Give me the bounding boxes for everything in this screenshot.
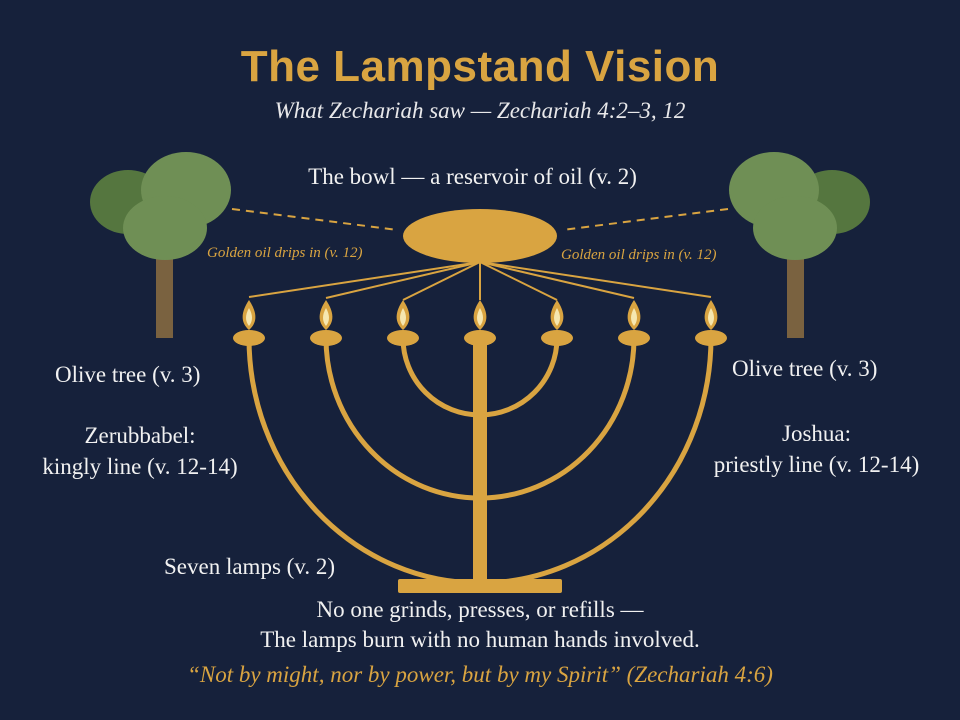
lamp-flame-icon	[464, 300, 496, 346]
drip-label-left: Golden oil drips in (v. 12)	[207, 245, 363, 261]
joshua-name: Joshua:	[782, 421, 851, 446]
footer-line-2: The lamps burn with no human hands invol…	[260, 627, 700, 652]
lamp-flame-icon	[387, 300, 419, 346]
zerubbabel-role: kingly line (v. 12-14)	[42, 454, 238, 479]
lamp-flame-icon	[695, 300, 727, 346]
page-title: The Lampstand Vision	[240, 42, 720, 91]
lamp-flame-icon	[310, 300, 342, 346]
joshua-role: priestly line (v. 12-14)	[713, 452, 920, 477]
page-subtitle: What Zechariah saw — Zechariah 4:2–3, 12	[274, 98, 686, 123]
lamp-flame-icon	[618, 300, 650, 346]
drip-label-right: Golden oil drips in (v. 12)	[561, 247, 717, 263]
zerubbabel-name: Zerubbabel:	[84, 423, 196, 448]
lamp-flame-icon	[541, 300, 573, 346]
olive-tree-left-label: Olive tree (v. 3)	[55, 362, 201, 387]
lampstand-base	[398, 579, 562, 593]
connector-left-dashed	[231, 208, 399, 231]
scripture-quote: “Not by might, nor by power, but by my S…	[187, 662, 773, 687]
lamp-flame-icon	[233, 300, 265, 346]
lamps	[233, 300, 727, 346]
footer-line-1: No one grinds, presses, or refills —	[316, 597, 644, 622]
olive-tree-left-icon	[90, 152, 231, 338]
olive-tree-right-label: Olive tree (v. 3)	[732, 356, 878, 381]
oil-bowl	[403, 209, 557, 263]
seven-lamps-label: Seven lamps (v. 2)	[164, 554, 335, 579]
connector-right-dashed	[561, 208, 729, 231]
olive-tree-right-icon	[729, 152, 870, 338]
bowl-label: The bowl — a reservoir of oil (v. 2)	[308, 164, 637, 189]
oil-feed-lines	[248, 261, 712, 301]
lampstand-stem	[473, 340, 487, 585]
